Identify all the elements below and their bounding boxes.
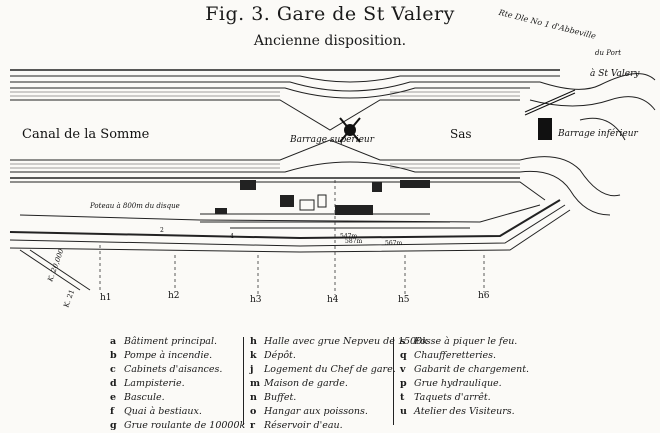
km-label-21: K. 21: [62, 288, 76, 308]
track-mark-2: 587m: [345, 238, 362, 245]
direction-label: à St Valery: [590, 68, 640, 79]
barrage-sup-label: Barrage supérieur: [289, 134, 375, 145]
section-h5: h5: [398, 295, 410, 305]
river-outlet: [519, 73, 656, 216]
barrage-superieur: [339, 117, 361, 143]
track-mark-3: 567m: [385, 240, 402, 247]
station-precinct: [9, 181, 571, 291]
poteau-label: Poteau à 800m du disque: [89, 202, 180, 210]
section-h6: h6: [478, 291, 490, 301]
figure-subtitle: Ancienne disposition.: [253, 33, 407, 49]
canal-label: Canal de la Somme: [22, 127, 150, 142]
legend-divider: [243, 337, 244, 425]
track-mark-1: 547m: [340, 233, 357, 240]
section-h4: h4: [327, 295, 339, 305]
station-buildings: [215, 180, 430, 215]
legend-divider: [393, 337, 394, 425]
track-mark-4: 2: [160, 227, 164, 234]
canal-banks: [10, 69, 560, 179]
track-mark-5: 4: [230, 233, 234, 240]
section-lines: [99, 180, 485, 295]
section-h1: h1: [100, 293, 112, 303]
canal-hatching: [10, 91, 520, 169]
section-h2: h2: [168, 291, 180, 301]
barrage-inferieur: [524, 89, 576, 140]
section-h3: h3: [250, 295, 262, 305]
barrage-inf-label: Barrage inférieur: [557, 128, 639, 139]
figure-title: Fig. 3. Gare de St Valery: [205, 3, 455, 25]
sas-label: Sas: [450, 127, 472, 141]
port-label: du Port: [595, 49, 621, 57]
station-map: Canal de la Somme Barrage supérieur Sas …: [9, 49, 656, 309]
